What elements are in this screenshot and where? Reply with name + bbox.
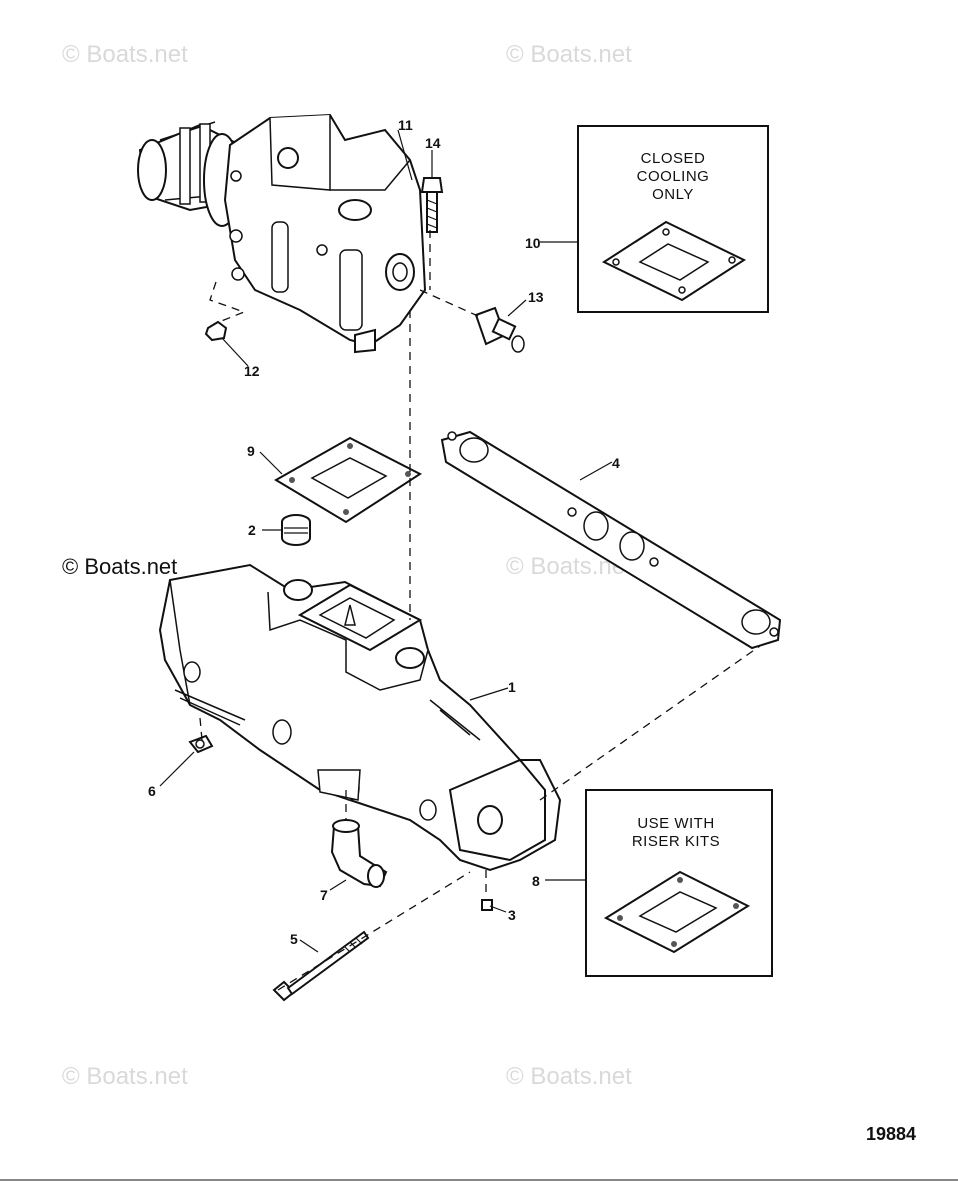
callout-1: 1 <box>508 679 516 695</box>
callout-7: 7 <box>320 887 328 903</box>
callout-13: 13 <box>528 289 544 305</box>
alignment-lines <box>199 230 761 991</box>
plug-2 <box>281 514 311 546</box>
manifold-gasket-4 <box>440 430 782 650</box>
callout-12: 12 <box>244 363 260 379</box>
exhaust-manifold <box>158 563 562 872</box>
elbow-fitting-7 <box>330 819 388 888</box>
watermark-top-center: © Boats.net <box>506 41 632 68</box>
callout-3: 3 <box>508 907 516 923</box>
riser-kits-line1: USE WITH <box>637 815 714 832</box>
callout-2: 2 <box>248 522 256 538</box>
callout-8: 8 <box>532 873 540 889</box>
leader-lines <box>159 129 613 953</box>
exhaust-elbow <box>137 113 427 354</box>
riser-kits-line2: RISER KITS <box>632 833 720 850</box>
fitting-13 <box>474 306 525 353</box>
bolt-14 <box>420 177 444 233</box>
callout-10: 10 <box>525 235 541 251</box>
gasket-9 <box>274 436 422 524</box>
nut-12 <box>204 320 228 342</box>
callout-6: 6 <box>148 783 156 799</box>
watermark-bottom-left: © Boats.net <box>62 1063 188 1090</box>
watermark-top-left: © Boats.net <box>62 41 188 68</box>
closed-cooling-line1: CLOSED <box>641 150 706 167</box>
closed-cooling-box: CLOSED COOLING ONLY <box>577 125 769 313</box>
callout-14: 14 <box>425 135 441 151</box>
callout-4: 4 <box>612 455 620 471</box>
clip-6 <box>188 734 214 754</box>
watermark-mid-left: © Boats.net <box>62 554 177 579</box>
watermark-bottom-center: © Boats.net <box>506 1063 632 1090</box>
callout-5: 5 <box>290 931 298 947</box>
callout-9: 9 <box>247 443 255 459</box>
callout-labels: 11 14 13 12 9 2 4 1 6 7 3 5 8 10 <box>148 117 620 947</box>
diagram-number: 19884 <box>866 1124 916 1144</box>
closed-cooling-line3: ONLY <box>652 186 694 203</box>
closed-cooling-line2: COOLING <box>637 168 710 185</box>
riser-kits-box: USE WITH RISER KITS <box>585 789 773 977</box>
plug-3 <box>481 899 493 911</box>
callout-11: 11 <box>398 117 413 133</box>
bolt-5 <box>272 930 370 1002</box>
